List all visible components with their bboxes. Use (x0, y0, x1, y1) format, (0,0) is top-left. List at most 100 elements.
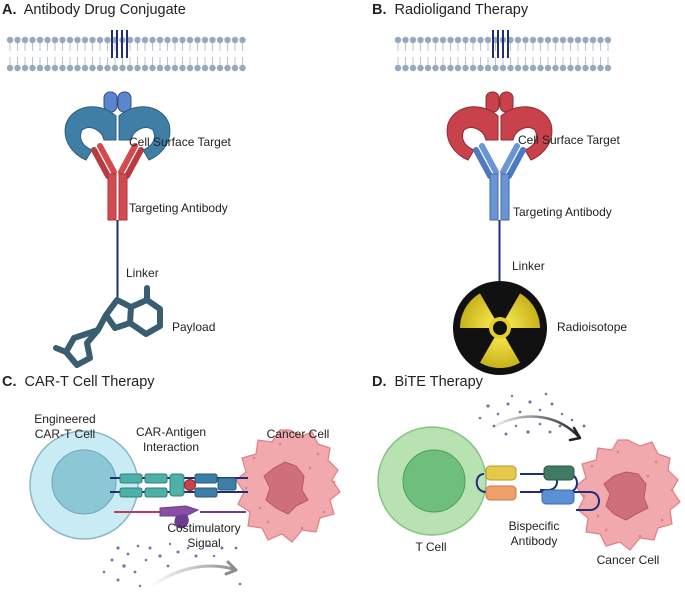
lipid-head (21, 64, 29, 72)
panel-d: D. BiTE Therapy (372, 374, 681, 567)
lipid-head (597, 36, 604, 44)
lipid-head (394, 64, 402, 72)
lipid-head (507, 64, 514, 72)
label-t-cell: T Cell (415, 540, 446, 554)
lipid-head (559, 64, 567, 72)
car-receptor (110, 473, 248, 498)
cell-speckle (308, 466, 312, 470)
panel-b: B. Radioligand Therapy (372, 2, 627, 375)
lipid-head (89, 64, 96, 72)
lipid-head (224, 36, 231, 44)
lipid-head (96, 36, 104, 44)
transmembrane-helix (121, 30, 128, 58)
lipid-head (454, 64, 462, 72)
lipid-head (447, 36, 454, 44)
lipid-head (231, 64, 239, 72)
lipid-head (179, 36, 186, 44)
cell-speckle (322, 510, 326, 514)
cell-speckle (670, 488, 674, 492)
lipid-head (29, 64, 36, 72)
panel-b-letter: B. (372, 2, 387, 18)
panel-a-title: Antibody Drug Conjugate (24, 2, 186, 18)
label-bispecific-line1: Bispecific (509, 519, 560, 533)
lipid-head (469, 36, 477, 44)
cell-surface-target-left (64, 106, 117, 161)
lipid-head (522, 36, 529, 44)
lipid-head (394, 36, 402, 44)
lipid-head (209, 64, 216, 72)
panel-c: C. CAR-T Cell Therapy (2, 374, 341, 590)
lipid-head (462, 64, 469, 72)
cell-surface-target-right (118, 106, 171, 161)
lipid-head (537, 36, 544, 44)
panel-b-title: Radioligand Therapy (395, 2, 529, 18)
cell-speckle (316, 452, 320, 456)
label-interaction-line1: CAR-Antigen (136, 425, 206, 439)
payload-molecule (53, 285, 163, 368)
lipid-head (156, 36, 164, 44)
label-targeting-antibody-a: Targeting Antibody (129, 201, 228, 215)
lipid-head (529, 64, 537, 72)
cell-speckle (300, 526, 304, 530)
lipid-head (171, 64, 179, 72)
arrowhead-c (224, 560, 238, 576)
lipid-head (59, 36, 66, 44)
cell-speckle (278, 442, 282, 446)
lipid-head (574, 36, 582, 44)
lipid-head (424, 64, 432, 72)
lipid-head (14, 36, 21, 44)
cell-speckle (660, 518, 664, 522)
t-cell-nucleus (402, 449, 466, 513)
cell-speckle (590, 464, 594, 468)
cell-speckle (646, 474, 650, 478)
lipid-head (544, 36, 552, 44)
lipid-head (171, 36, 179, 44)
lipid-head (59, 64, 66, 72)
lipid-head (74, 64, 81, 72)
transmembrane-helix (502, 30, 509, 58)
radioisotope-symbol (453, 281, 547, 375)
label-cancer-cell-d: Cancer Cell (597, 553, 660, 567)
lipid-head (134, 64, 141, 72)
cytokine-particles-d (478, 392, 586, 436)
svg-text:A. Antibody Drug Conjuga: A. Antibody Drug Conjugate (2, 2, 186, 18)
panel-d-letter: D. (372, 374, 387, 390)
lipid-head (492, 64, 499, 72)
cell-speckle (244, 486, 248, 490)
cell-speckle (252, 456, 256, 460)
lipid-head (164, 64, 171, 72)
cell-surface-target-left (446, 106, 499, 161)
svg-text:B. Radioligand Therapy: B. Radioligand Therapy (372, 2, 529, 18)
lipid-head (529, 36, 537, 44)
lipid-head (66, 64, 74, 72)
lipid-head (582, 64, 589, 72)
costimulatory-molecule (114, 505, 246, 529)
label-targeting-antibody-b: Targeting Antibody (513, 205, 612, 219)
lipid-head (216, 36, 224, 44)
label-costim-line2: Signal (187, 536, 220, 550)
lipid-head (559, 36, 567, 44)
lipid-head (424, 36, 432, 44)
lipid-head (164, 36, 171, 44)
targeting-antibody-b (473, 143, 526, 221)
lipid-head (432, 64, 439, 72)
lipid-head (522, 64, 529, 72)
lipid-head (604, 36, 612, 44)
lipid-head (149, 36, 156, 44)
lipid-head (51, 36, 59, 44)
lipid-head (447, 64, 454, 72)
lipid-head (6, 36, 14, 44)
lipid-head (141, 64, 149, 72)
label-engineered-line1: Engineered (34, 412, 95, 426)
panel-d-title: BiTE Therapy (395, 374, 484, 390)
lipid-head (179, 64, 186, 72)
lipid-head (514, 36, 522, 44)
lipid-head (537, 64, 544, 72)
lipid-head (402, 36, 409, 44)
cancer-nucleus-d (603, 471, 649, 521)
lipid-head (231, 36, 239, 44)
lipid-head (21, 36, 29, 44)
lipid-head (582, 36, 589, 44)
lipid-head (104, 36, 111, 44)
